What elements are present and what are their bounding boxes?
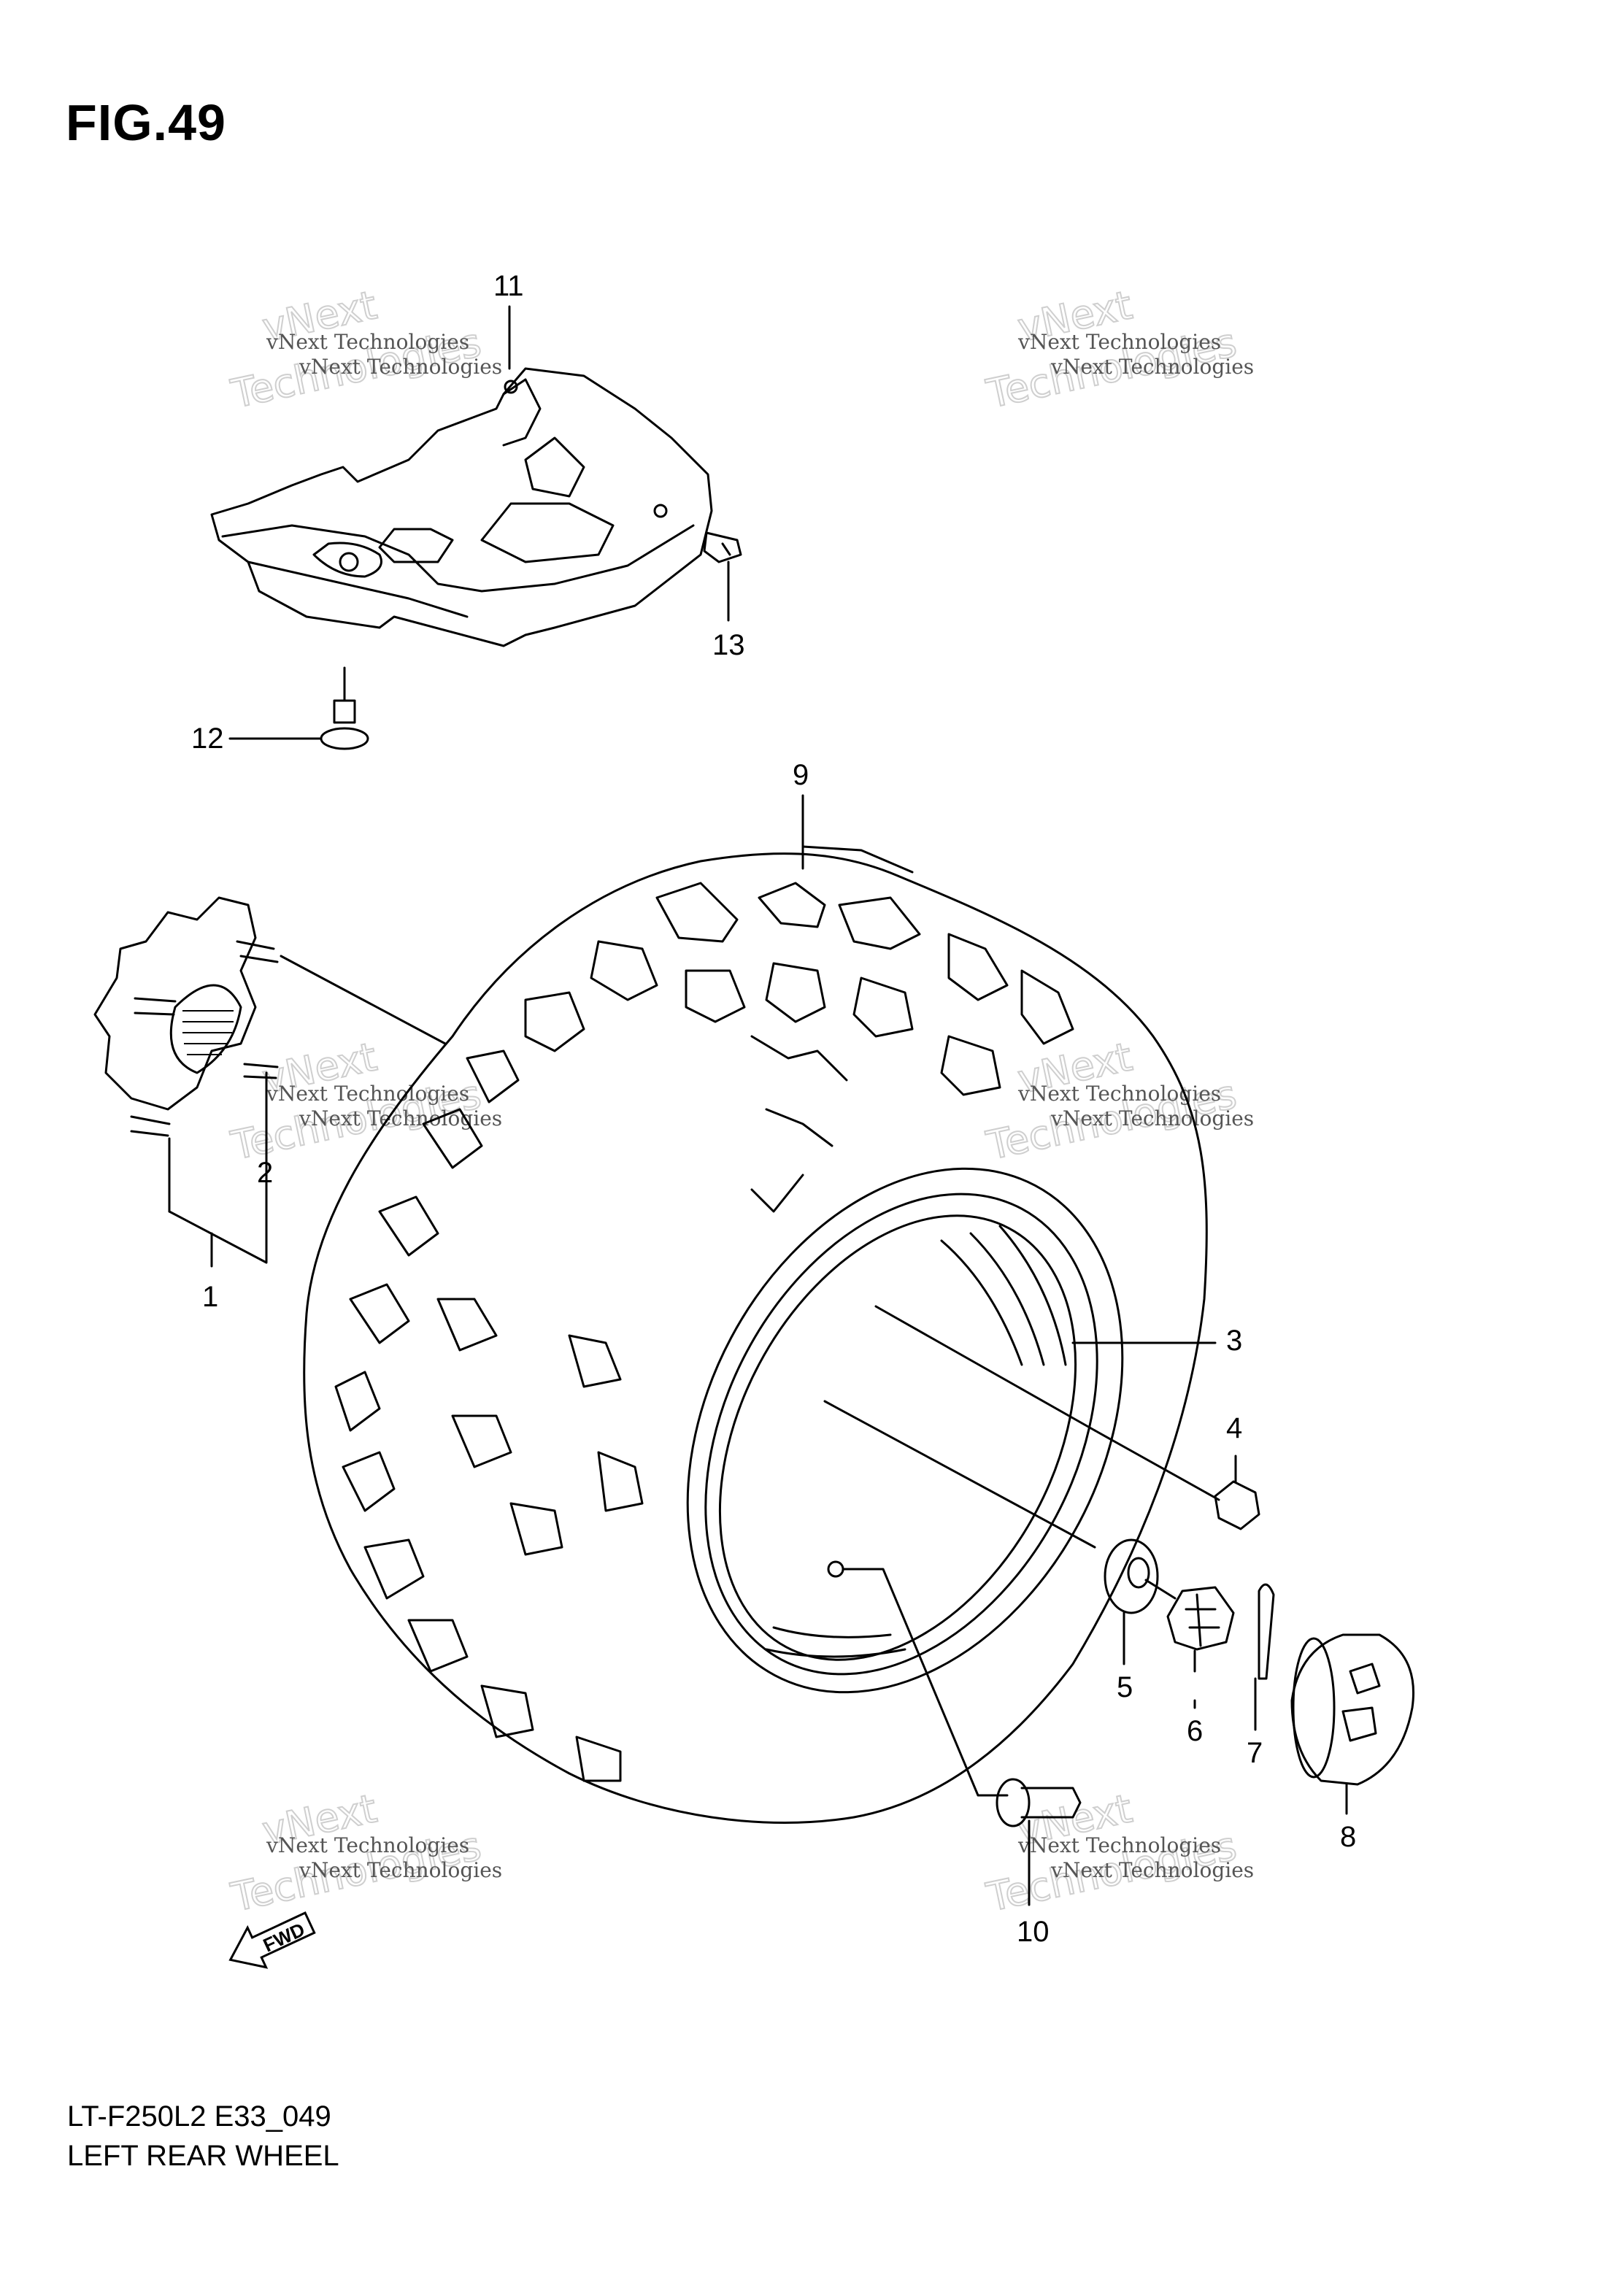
callout-4: 4 xyxy=(1226,1412,1242,1444)
watermark-small: vNext Technologies xyxy=(299,355,502,379)
callout-13: 13 xyxy=(712,629,745,661)
part-10-valve xyxy=(996,1778,1082,1906)
part-8-hub-cap xyxy=(1290,1633,1415,1815)
callout-11: 11 xyxy=(493,270,524,302)
callout-7: 7 xyxy=(1247,1737,1263,1769)
watermarks: vNext Technologies vNext Technologies vN… xyxy=(226,281,1254,1921)
callout-10: 10 xyxy=(1017,1916,1050,1948)
watermark-small: vNext Technologies xyxy=(266,330,469,354)
part-13-bolt xyxy=(703,531,742,622)
watermark-small: vNext Technologies xyxy=(1017,330,1221,354)
callout-9: 9 xyxy=(793,759,809,791)
watermark-small: vNext Technologies xyxy=(1017,1082,1221,1106)
footer-part-name: LEFT REAR WHEEL xyxy=(67,2140,339,2172)
part-9-tire xyxy=(303,794,1208,1824)
callout-3: 3 xyxy=(1226,1325,1242,1357)
part-12-screw xyxy=(228,666,369,750)
callout-5: 5 xyxy=(1117,1671,1133,1703)
callout-labels: 11 13 12 9 2 1 3 4 5 6 7 8 10 xyxy=(191,270,1356,1948)
watermark-small: vNext Technologies xyxy=(1050,1858,1254,1882)
watermark-small: vNext Technologies xyxy=(1050,355,1254,379)
watermark-small: vNext Technologies xyxy=(299,1858,502,1882)
part-5-washer xyxy=(1104,1538,1177,1665)
watermark-small: vNext Technologies xyxy=(1050,1106,1254,1130)
watermark-small: vNext Technologies xyxy=(1017,1833,1221,1857)
figure-title: FIG.49 xyxy=(66,94,226,151)
part-3-rim xyxy=(686,1167,1217,1797)
watermark-small: vNext Technologies xyxy=(299,1106,502,1130)
part-6-castle-nut xyxy=(1166,1586,1235,1709)
footer-model-code: LT-F250L2 E33_049 xyxy=(67,2100,331,2133)
callout-12: 12 xyxy=(191,723,224,755)
part-4-nut xyxy=(1093,1429,1260,1530)
callout-8: 8 xyxy=(1340,1821,1356,1853)
callout-6: 6 xyxy=(1187,1715,1203,1747)
part-7-cotter-pin xyxy=(1254,1583,1275,1731)
callout-2: 2 xyxy=(257,1157,273,1189)
part-1-hub xyxy=(93,896,447,1268)
callout-1: 1 xyxy=(202,1281,218,1313)
part-11-guard xyxy=(210,367,713,647)
watermark-small: vNext Technologies xyxy=(266,1833,469,1857)
watermark-small: vNext Technologies xyxy=(266,1082,469,1106)
